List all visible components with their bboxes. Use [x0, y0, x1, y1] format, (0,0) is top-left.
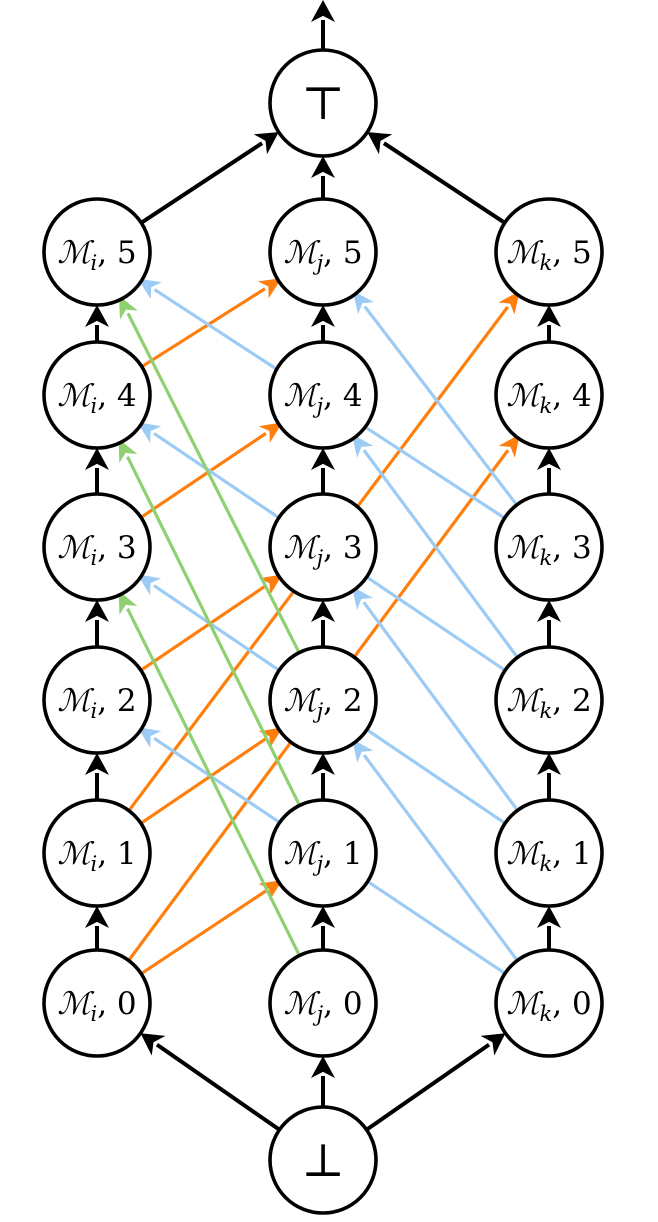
node-i-3: ℳi, 3: [42, 492, 152, 602]
node-top: ⊤: [268, 48, 378, 158]
edge-j0-to-j1: [311, 906, 335, 950]
node-label: ℳj, 2: [283, 683, 362, 723]
edge-i3-to-i4: [85, 448, 109, 494]
node-j-2: ℳj, 2: [268, 645, 378, 755]
node-j-3: ℳj, 3: [268, 492, 378, 602]
node-k-0: ℳk, 0: [494, 948, 604, 1058]
node-label: ℳk, 4: [506, 378, 591, 418]
node-j-0: ℳj, 0: [268, 948, 378, 1058]
node-k-1: ℳk, 1: [494, 798, 604, 908]
blue-edge-k2-to-j4: [352, 434, 522, 662]
edge-k4-to-k5: [537, 305, 561, 342]
edge-i1-to-i2: [85, 753, 109, 800]
node-label: ℳj, 0: [283, 986, 362, 1026]
edge-k3-to-k4: [537, 448, 561, 494]
node-j-4: ℳj, 4: [268, 340, 378, 450]
node-j-1: ℳj, 1: [268, 798, 378, 908]
edge-top-to-out: [311, 0, 335, 52]
node-k-3: ℳk, 3: [494, 492, 604, 602]
orange-edge-i3-to-j4: [136, 422, 283, 522]
node-label: ℳi, 5: [57, 235, 136, 275]
orange-edge-i2-to-j3: [136, 574, 283, 674]
node-label: ℳk, 0: [506, 986, 591, 1026]
node-k-5: ℳk, 5: [494, 197, 604, 307]
blue-edge-k0-to-j2: [352, 739, 522, 965]
edge-k0-to-k1: [537, 906, 561, 950]
node-label: ℳj, 3: [283, 530, 362, 570]
edge-i4-to-i5: [85, 305, 109, 342]
node-i-5: ℳi, 5: [42, 197, 152, 307]
blue-edge-k3-to-j5: [352, 290, 521, 510]
edge-j1-to-j2: [311, 753, 335, 800]
edge-i2-to-i3: [85, 600, 109, 647]
green-edge-j1-to-i4: [118, 438, 303, 810]
node-k-4: ℳk, 4: [494, 340, 604, 450]
edge-j2-to-j3: [311, 600, 335, 647]
node-label: ℳk, 1: [506, 836, 591, 876]
node-label: ℳi, 4: [57, 378, 136, 418]
edge-i5-to-top: [140, 132, 279, 225]
node-label: ℳj, 1: [283, 836, 362, 876]
edge-k1-to-k2: [537, 753, 561, 800]
node-label: ℳi, 0: [57, 986, 136, 1026]
bottom-symbol: ⊥: [301, 1133, 344, 1187]
edge-j4-to-j5: [311, 305, 335, 342]
green-edge-j0-to-i3: [118, 590, 303, 961]
nodes-layer: ⊤ ⊥ ℳi, 0 ℳi, 1 ℳi, 2 ℳi, 3 ℳi, 4 ℳi, 5 ℳj, 0 ℳj,…: [42, 48, 604, 1215]
edge-i0-to-i1: [85, 906, 109, 950]
node-label: ℳk, 2: [506, 683, 591, 723]
edge-k5-to-top: [367, 132, 506, 225]
top-symbol: ⊤: [301, 76, 344, 130]
node-i-0: ℳi, 0: [42, 948, 152, 1058]
node-label: ℳj, 4: [283, 378, 362, 418]
node-bottom: ⊥: [268, 1105, 378, 1215]
node-label: ℳk, 5: [506, 235, 591, 275]
node-label: ℳi, 2: [57, 683, 136, 723]
node-label: ℳi, 3: [57, 530, 136, 570]
node-j-5: ℳj, 5: [268, 197, 378, 307]
node-i-4: ℳi, 4: [42, 340, 152, 450]
node-label: ℳj, 5: [283, 235, 362, 275]
edge-bottom-to-j0: [311, 1056, 335, 1107]
orange-edge-i4-to-j5: [137, 278, 282, 371]
blue-edge-k1-to-j3: [351, 586, 522, 815]
node-i-1: ℳi, 1: [42, 798, 152, 908]
node-label: ℳi, 1: [57, 836, 136, 876]
node-i-2: ℳi, 2: [42, 645, 152, 755]
edge-k2-to-k3: [537, 600, 561, 647]
edge-j5-to-top: [311, 156, 335, 199]
edge-j3-to-j4: [311, 448, 335, 494]
node-label: ℳk, 3: [506, 530, 591, 570]
edge-bottom-to-i0: [140, 1033, 281, 1132]
edge-bottom-to-k0: [365, 1033, 506, 1132]
orange-edge-i0-to-j1: [136, 879, 283, 978]
node-k-2: ℳk, 2: [494, 645, 604, 755]
green-edge-j2-to-i5: [118, 295, 303, 658]
